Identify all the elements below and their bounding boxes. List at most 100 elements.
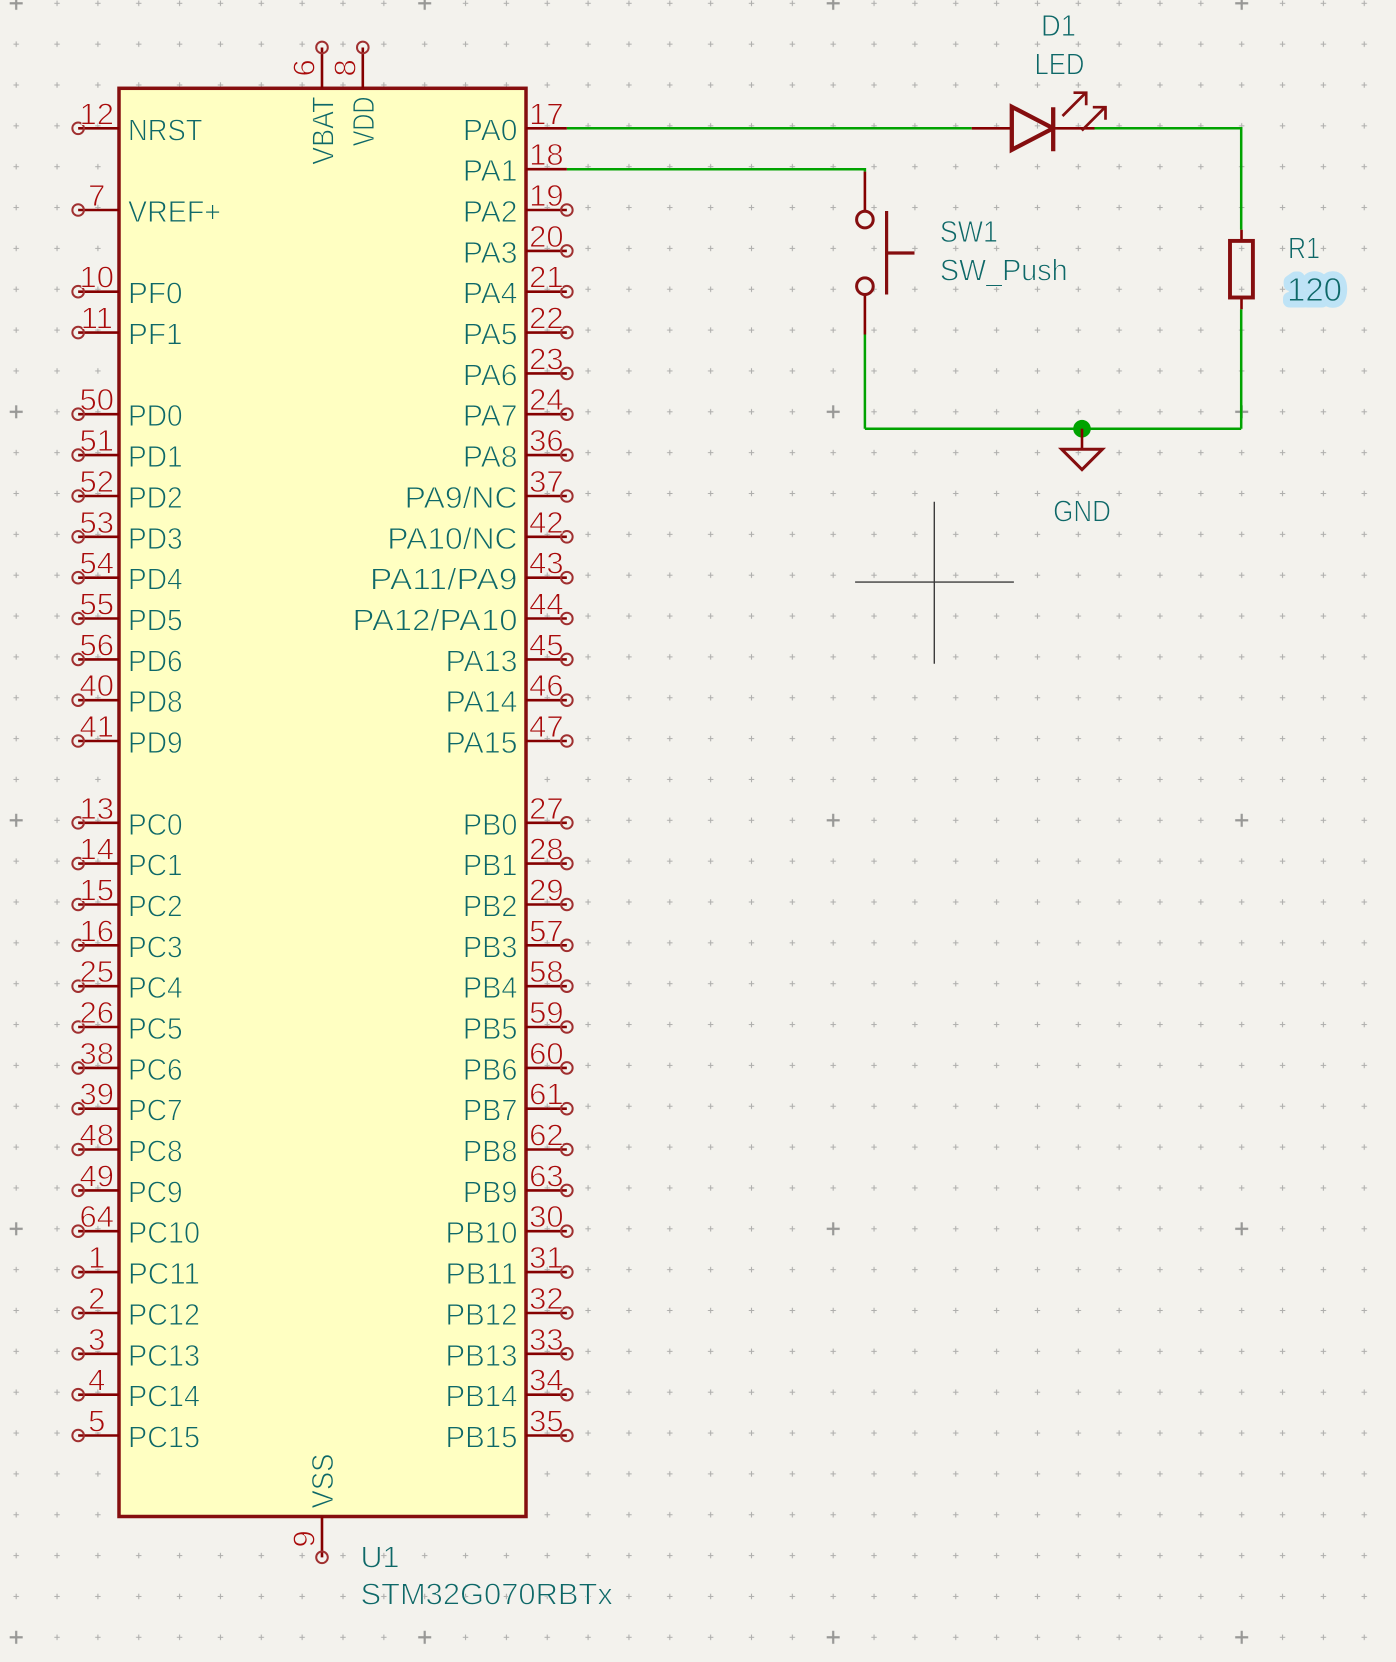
svg-text:VDD: VDD [346, 97, 381, 147]
svg-text:PC5: PC5 [128, 1011, 183, 1046]
svg-text:PB5: PB5 [463, 1011, 518, 1046]
svg-text:PA8: PA8 [463, 439, 518, 474]
svg-text:LED: LED [1035, 47, 1085, 82]
svg-text:22: 22 [529, 301, 563, 336]
svg-text:PC13: PC13 [128, 1338, 200, 1373]
svg-text:PC12: PC12 [128, 1297, 200, 1332]
svg-text:49: 49 [80, 1158, 114, 1193]
svg-text:VBAT: VBAT [305, 96, 340, 164]
svg-text:53: 53 [80, 505, 114, 540]
svg-text:34: 34 [529, 1363, 563, 1398]
svg-text:59: 59 [529, 995, 563, 1030]
svg-text:PC7: PC7 [128, 1093, 183, 1128]
svg-text:PB7: PB7 [463, 1093, 518, 1128]
svg-text:PF0: PF0 [128, 276, 183, 311]
svg-text:PC14: PC14 [128, 1379, 200, 1414]
svg-text:NRST: NRST [128, 112, 202, 147]
svg-text:PC4: PC4 [128, 970, 183, 1005]
svg-text:PC15: PC15 [128, 1420, 200, 1455]
svg-text:46: 46 [529, 668, 563, 703]
svg-text:120: 120 [1287, 271, 1342, 308]
svg-text:63: 63 [529, 1158, 563, 1193]
svg-text:PB3: PB3 [463, 929, 518, 964]
svg-text:38: 38 [80, 1036, 114, 1071]
svg-text:1: 1 [88, 1240, 105, 1275]
svg-text:55: 55 [80, 587, 114, 622]
svg-text:PC11: PC11 [128, 1256, 200, 1291]
svg-text:PD2: PD2 [128, 480, 183, 515]
svg-text:PB9: PB9 [463, 1174, 518, 1209]
svg-text:PD4: PD4 [128, 562, 183, 597]
svg-text:61: 61 [529, 1077, 563, 1112]
svg-text:PC3: PC3 [128, 929, 183, 964]
svg-text:PB4: PB4 [463, 970, 518, 1005]
svg-text:17: 17 [529, 96, 563, 131]
svg-text:PA1: PA1 [463, 153, 518, 188]
svg-text:PB11: PB11 [446, 1256, 518, 1291]
svg-text:52: 52 [80, 464, 114, 499]
svg-text:14: 14 [80, 832, 114, 867]
svg-text:PB2: PB2 [463, 889, 518, 924]
svg-text:PD3: PD3 [128, 521, 183, 556]
svg-text:42: 42 [529, 505, 563, 540]
svg-text:PB6: PB6 [463, 1052, 518, 1087]
svg-text:GND: GND [1053, 494, 1111, 529]
svg-text:STM32G070RBTx: STM32G070RBTx [361, 1576, 614, 1611]
svg-text:PA13: PA13 [446, 643, 518, 678]
svg-text:60: 60 [529, 1036, 563, 1071]
svg-text:62: 62 [529, 1118, 563, 1153]
svg-text:57: 57 [529, 913, 563, 948]
svg-text:25: 25 [80, 954, 114, 989]
svg-text:PD8: PD8 [128, 684, 183, 719]
svg-text:PD1: PD1 [128, 439, 183, 474]
svg-text:23: 23 [529, 341, 563, 376]
svg-text:R1: R1 [1288, 231, 1320, 266]
svg-text:PA9/NC: PA9/NC [405, 480, 518, 515]
svg-text:PA12/PA10: PA12/PA10 [353, 603, 518, 638]
svg-text:PD0: PD0 [128, 398, 183, 433]
svg-text:32: 32 [529, 1281, 563, 1316]
svg-text:8: 8 [328, 59, 363, 76]
svg-text:29: 29 [529, 873, 563, 908]
svg-text:PA14: PA14 [446, 684, 518, 719]
svg-text:48: 48 [80, 1118, 114, 1153]
svg-text:PB8: PB8 [463, 1134, 518, 1169]
svg-text:PA4: PA4 [463, 276, 518, 311]
svg-text:31: 31 [529, 1240, 563, 1275]
svg-text:33: 33 [529, 1322, 563, 1357]
svg-text:PC0: PC0 [128, 807, 183, 842]
svg-text:PC1: PC1 [128, 848, 183, 883]
svg-text:PA7: PA7 [463, 398, 518, 433]
svg-text:PD6: PD6 [128, 643, 183, 678]
svg-text:PB1: PB1 [463, 848, 518, 883]
svg-text:PB13: PB13 [446, 1338, 518, 1373]
svg-text:45: 45 [529, 627, 563, 662]
svg-text:51: 51 [80, 423, 114, 458]
svg-text:PD5: PD5 [128, 603, 183, 638]
svg-text:12: 12 [80, 96, 114, 131]
svg-text:36: 36 [529, 423, 563, 458]
svg-text:16: 16 [80, 913, 114, 948]
svg-text:PC9: PC9 [128, 1174, 183, 1209]
svg-text:PA15: PA15 [446, 725, 518, 760]
svg-text:30: 30 [529, 1199, 563, 1234]
svg-text:58: 58 [529, 954, 563, 989]
svg-text:PC10: PC10 [128, 1215, 200, 1250]
svg-text:PC6: PC6 [128, 1052, 183, 1087]
svg-text:PA10/NC: PA10/NC [387, 521, 517, 556]
svg-text:7: 7 [88, 178, 105, 213]
svg-text:PB0: PB0 [463, 807, 518, 842]
svg-text:PB15: PB15 [446, 1420, 518, 1455]
svg-text:SW1: SW1 [940, 214, 998, 249]
svg-text:PA3: PA3 [463, 235, 518, 270]
svg-text:28: 28 [529, 832, 563, 867]
svg-text:U1: U1 [361, 1540, 400, 1575]
svg-text:35: 35 [529, 1404, 563, 1439]
svg-text:13: 13 [80, 791, 114, 826]
svg-text:PB14: PB14 [446, 1379, 518, 1414]
svg-text:11: 11 [81, 301, 113, 336]
svg-text:PB12: PB12 [446, 1297, 518, 1332]
svg-text:19: 19 [529, 178, 563, 213]
svg-text:3: 3 [88, 1322, 105, 1357]
svg-text:5: 5 [88, 1404, 105, 1439]
